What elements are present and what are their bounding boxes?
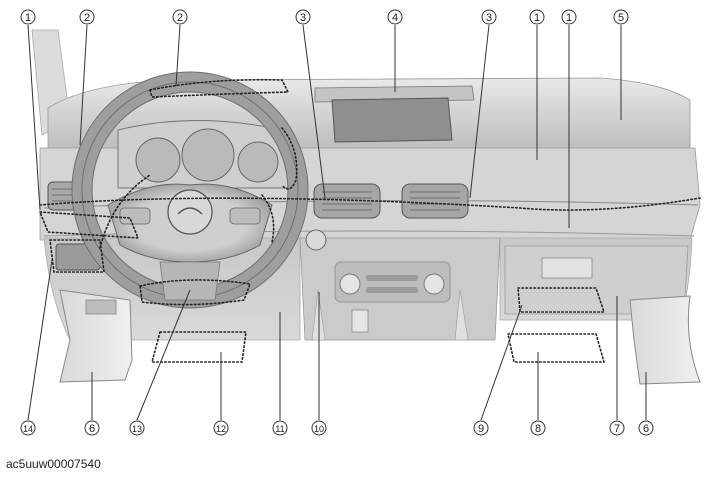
svg-text:12: 12 (216, 424, 226, 434)
svg-text:3: 3 (300, 12, 306, 24)
callout-top-6: 3 (481, 9, 497, 25)
svg-text:1: 1 (534, 12, 540, 24)
highlight-outlines (38, 78, 701, 363)
svg-text:2: 2 (177, 12, 183, 24)
svg-text:1: 1 (566, 12, 572, 24)
callout-top-7: 1 (529, 9, 545, 25)
svg-text:6: 6 (89, 423, 95, 435)
svg-text:10: 10 (314, 424, 324, 434)
callout-top-8: 1 (561, 9, 577, 25)
leader-lines (27, 24, 647, 421)
callout-top-9: 5 (613, 9, 629, 25)
svg-text:11: 11 (275, 424, 284, 434)
callout-bottom-10: 6 (638, 420, 654, 436)
callout-bottom-6: 10 (311, 420, 327, 436)
svg-text:6: 6 (643, 423, 649, 435)
callout-top-1: 1 (20, 9, 36, 25)
svg-text:13: 13 (132, 424, 142, 434)
svg-text:14: 14 (23, 424, 33, 434)
callout-bottom-4: 12 (213, 420, 229, 436)
callout-bottom-2: 6 (84, 420, 100, 436)
callout-top-2: 2 (79, 9, 95, 25)
dashboard-illustration (31, 29, 701, 385)
image-code: ac5uuw00007540 (6, 457, 101, 471)
callout-bottom-5: 11 (272, 420, 288, 436)
svg-text:4: 4 (392, 12, 398, 24)
callout-bottom-7: 9 (473, 420, 489, 436)
callout-bottom-1: 14 (20, 420, 36, 436)
callout-bottom-3: 13 (129, 420, 145, 436)
svg-text:5: 5 (618, 12, 624, 24)
svg-text:2: 2 (84, 12, 90, 24)
callout-top-4: 3 (295, 9, 311, 25)
svg-text:1: 1 (25, 12, 31, 24)
callout-top-5: 4 (387, 9, 403, 25)
callout-bottom-9: 7 (609, 420, 625, 436)
svg-text:8: 8 (535, 423, 541, 435)
callout-bottom-8: 8 (530, 420, 546, 436)
callouts-top: 1 2 2 3 4 3 1 1 5 (20, 9, 629, 25)
svg-text:7: 7 (614, 423, 620, 435)
svg-text:9: 9 (478, 423, 484, 435)
svg-text:3: 3 (486, 12, 492, 24)
callout-top-3: 2 (172, 9, 188, 25)
callouts-bottom: 14 6 13 12 11 10 9 8 7 6 (20, 420, 654, 436)
